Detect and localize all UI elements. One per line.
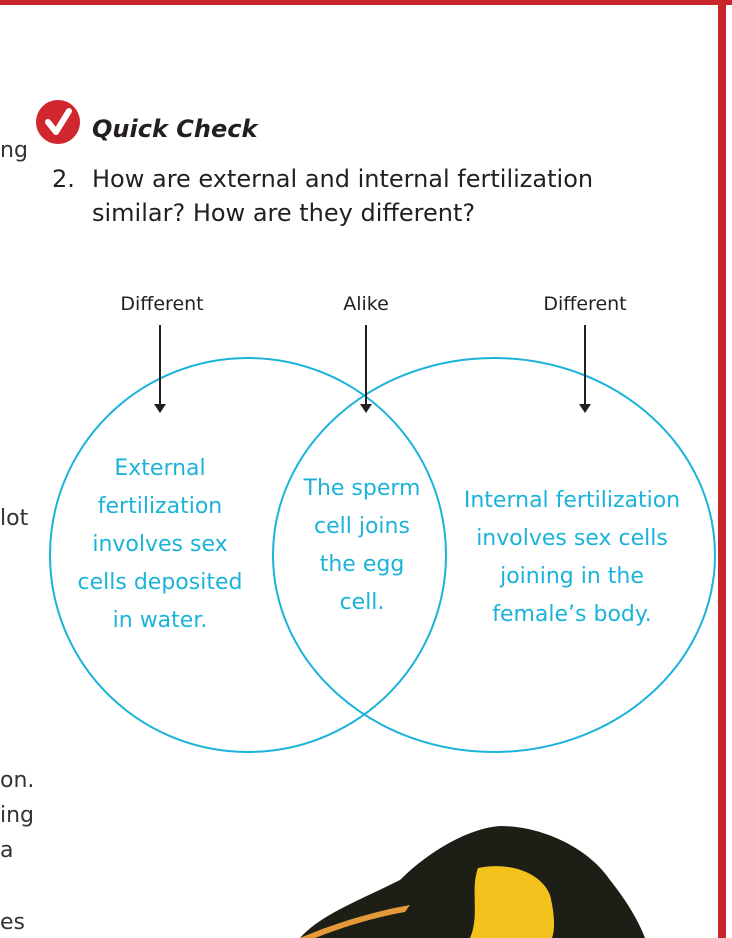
margin-fragment: on. [0,768,35,793]
question-number: 2. [52,165,75,193]
arrow-left [154,325,166,413]
venn-right-circle [272,357,716,753]
penguin-illustration [300,826,645,938]
text-line: External [114,456,206,481]
check-icon [36,100,80,144]
margin-fragment: lot [0,506,29,531]
text-line: cells deposited [77,570,243,595]
margin-fragment: ing [0,803,35,828]
question-line: similar? How are they different? [92,199,476,227]
text-line: cell joins [314,514,410,539]
venn-middle-text: The sperm cell joins the egg cell. [304,470,421,622]
question: 2. How are external and internal fertiliz… [52,162,593,230]
venn-right-text: Internal fertilization involves sex cell… [464,482,680,634]
text-line: fertilization [97,494,223,519]
margin-fragment: a [0,838,14,863]
page-border-top [0,0,732,5]
page-border-right [718,0,726,938]
question-line: How are external and internal fertilizat… [92,165,594,193]
venn-left-text: External fertilization involves sex cell… [78,450,243,640]
text-line: cell. [339,590,385,615]
text-line: female’s body. [492,602,652,627]
venn-label-middle: Alike [343,293,389,315]
text-line: the egg [319,552,405,577]
arrow-right [579,325,591,413]
arrow-middle [360,325,372,413]
section-title: Quick Check [92,115,258,143]
venn-label-right: Different [543,293,627,315]
margin-fragment: es [0,910,25,935]
text-line: joining in the [500,564,644,589]
text-line: The sperm [303,476,421,501]
text-line: involves sex cells [476,526,668,551]
margin-fragment: ng [0,138,28,163]
text-line: in water. [112,608,208,633]
text-line: Internal fertilization [463,488,681,513]
venn-label-left: Different [120,293,204,315]
venn-left-circle [49,357,447,753]
text-line: involves sex [92,532,228,557]
